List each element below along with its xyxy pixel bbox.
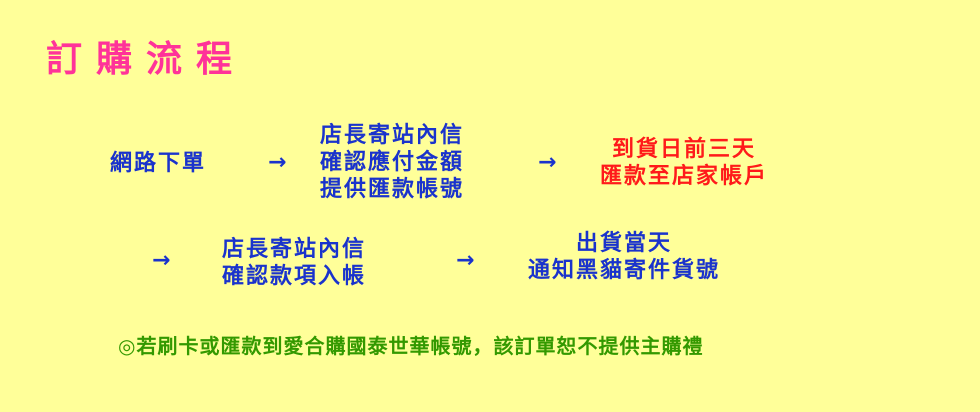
arrow-right-icon: → [268, 150, 287, 175]
step-line: 確認款項入帳 [222, 264, 367, 289]
step-line: 店長寄站內信 [320, 123, 465, 148]
arrow-right-icon: → [538, 150, 557, 175]
step-line: 確認應付金額 [320, 150, 465, 175]
flow-step-confirm-amount: 店長寄站內信 確認應付金額 提供匯款帳號 [320, 122, 464, 203]
flow-step-pay-before-arrival: 到貨日前三天 匯款至店家帳戶 [600, 136, 768, 190]
step-line: 匯款至店家帳戶 [600, 164, 769, 189]
flow-step-ship-notify: 出貨當天 通知黑貓寄件貨號 [528, 230, 720, 284]
step-line: 網路下單 [110, 151, 207, 176]
page-title: 訂購流程 [46, 39, 247, 80]
arrow-right-icon: → [456, 248, 475, 273]
step-line: 店長寄站內信 [222, 237, 367, 262]
step-line: 通知黑貓寄件貨號 [528, 258, 721, 283]
step-line: 提供匯款帳號 [320, 177, 465, 202]
arrow-right-icon: → [152, 248, 171, 273]
flow-step-confirm-payment: 店長寄站內信 確認款項入帳 [222, 236, 366, 290]
step-line: 到貨日前三天 [612, 137, 757, 162]
gift-note: ◎若刷卡或匯款到愛合購國泰世華帳號，該訂單恕不提供主購禮 [118, 334, 704, 358]
flow-step-order-online: 網路下單 [110, 150, 206, 177]
step-line: 出貨當天 [576, 231, 673, 256]
